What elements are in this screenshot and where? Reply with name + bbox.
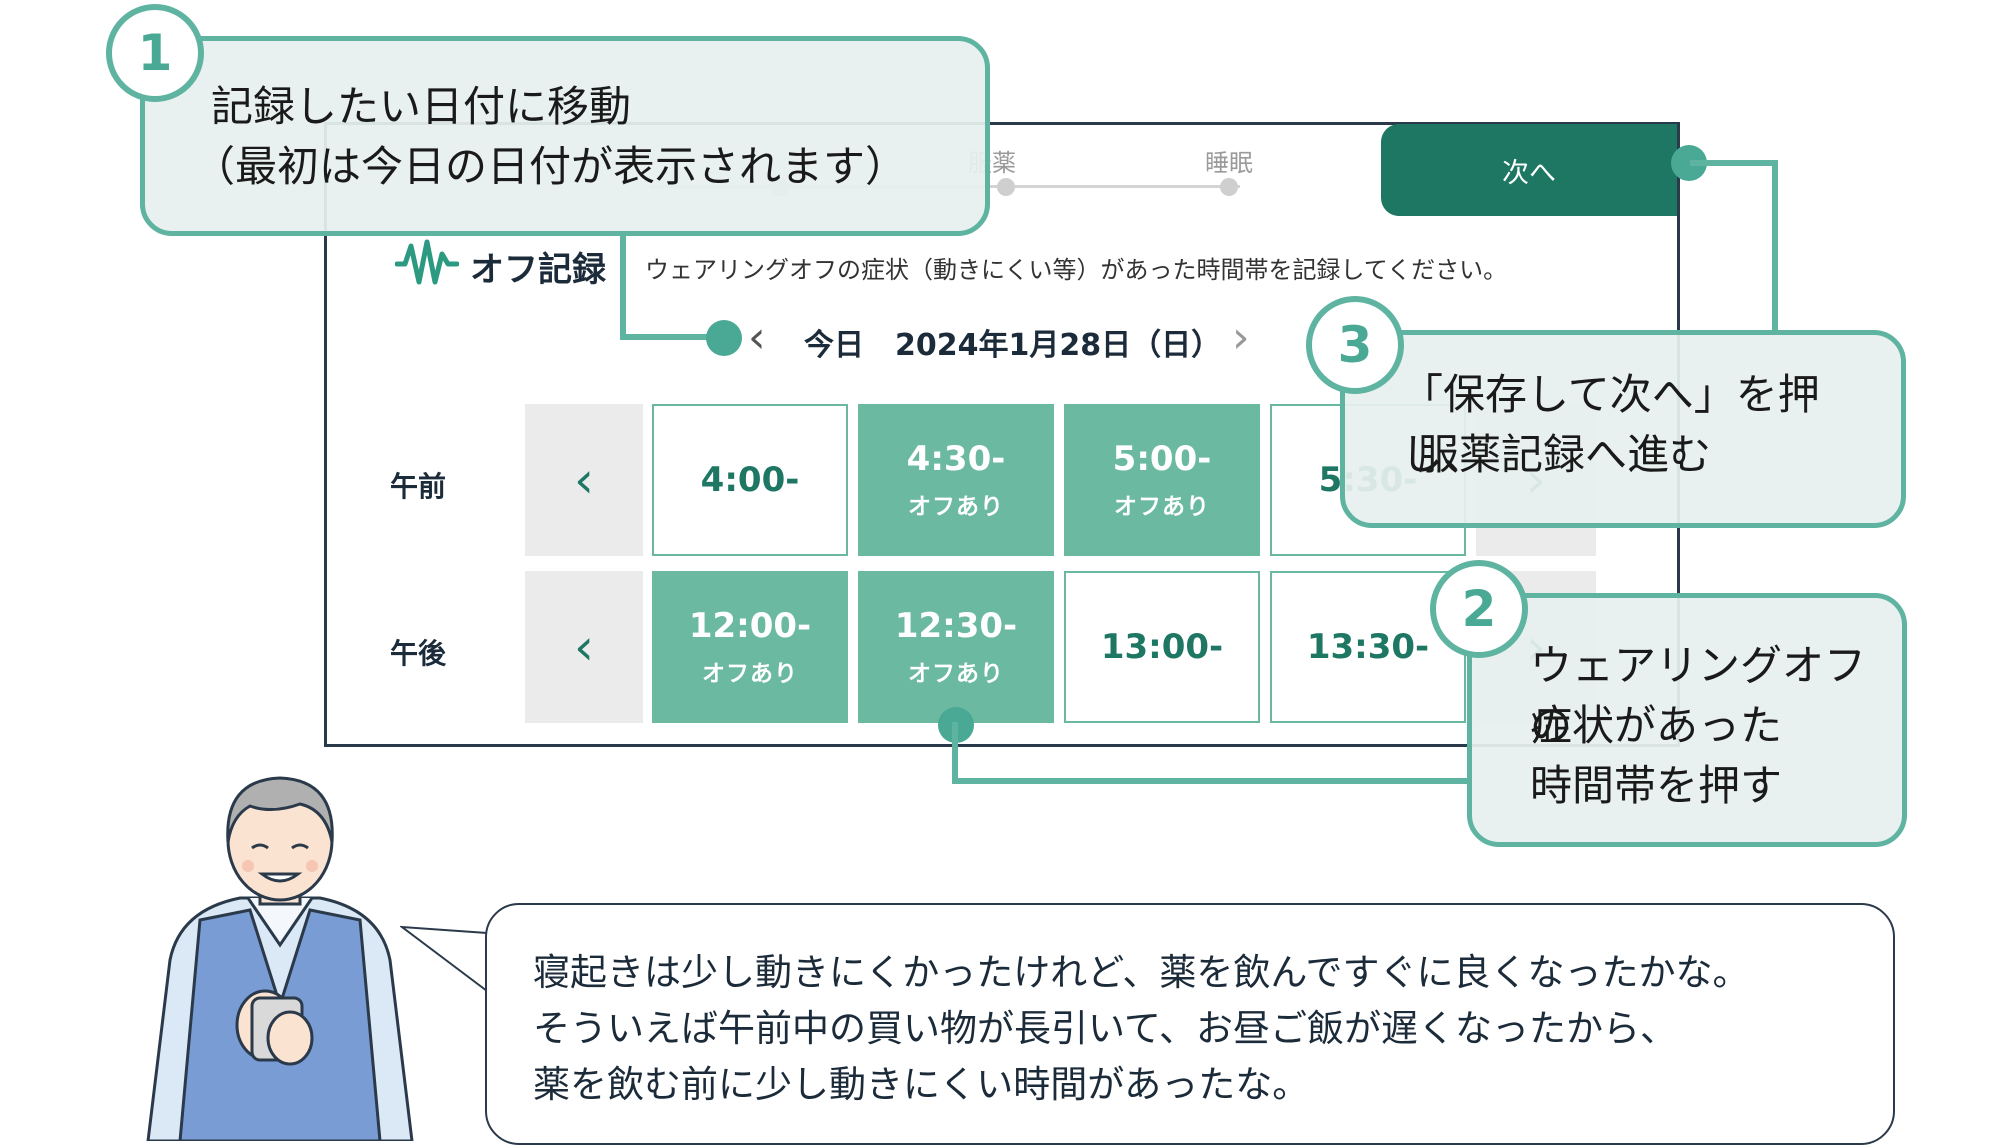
prev-day-chevron-icon[interactable]: ‹ [748, 312, 766, 363]
slot-time: 5:00- [1112, 439, 1212, 479]
connector-line [620, 232, 626, 340]
stepper-dot [997, 178, 1015, 196]
slot-status: オフあり [908, 661, 1004, 687]
callout-3-line2: 服薬記録へ進む [1417, 430, 1712, 479]
callout-2: ウェアリングオフの 症状があった 時間帯を押す [1467, 593, 1907, 847]
slot-time: 4:00- [700, 460, 800, 500]
slot-status: オフあり [908, 494, 1004, 520]
am-prev-chevron-icon[interactable]: ‹ [525, 404, 643, 556]
connector-line [952, 778, 1472, 784]
step-number-badge: 1 [106, 4, 204, 102]
slot-time: 13:00- [1100, 627, 1224, 667]
section-description: ウェアリングオフの症状（動きにくい等）があった時間帯を記録してください。 [645, 256, 1508, 284]
slot-time: 12:30- [894, 606, 1018, 646]
callout-2-line2: 症状があった [1530, 701, 1783, 750]
am-label: 午前 [390, 470, 447, 503]
elderly-man-illustration [146, 776, 414, 1141]
speech-line3: 薬を飲む前に少し動きにくい時間があったな。 [533, 1063, 1310, 1106]
speech-line1: 寝起きは少し動きにくかったけれど、薬を飲んですぐに良くなったかな。 [533, 951, 1750, 994]
today-label: 今日 [804, 328, 864, 363]
slot-status: オフあり [702, 661, 798, 687]
time-slot-am-0430[interactable]: 4:30- オフあり [858, 404, 1054, 556]
time-slot-pm-1200[interactable]: 12:00- オフあり [652, 571, 848, 723]
section-title: オフ記録 [470, 250, 606, 290]
time-slot-am-0400[interactable]: 4:00- [652, 404, 848, 556]
speech-line2: そういえば午前中の買い物が長引いて、お昼ご飯が遅くなったから、 [533, 1007, 1678, 1050]
callout-1: 記録したい日付に移動 （最初は今日の日付が表示されます） [140, 36, 990, 236]
next-day-chevron-icon[interactable]: › [1232, 312, 1250, 363]
speech-bubble: 寝起きは少し動きにくかったけれど、薬を飲んですぐに良くなったかな。 そういえば午… [485, 903, 1895, 1145]
connector-line [1690, 160, 1778, 166]
wave-icon [395, 239, 459, 285]
step-number-badge: 3 [1306, 296, 1404, 394]
callout-1-line1: 記録したい日付に移動 [211, 82, 632, 131]
time-slot-pm-1300[interactable]: 13:00- [1064, 571, 1260, 723]
time-slot-am-0500[interactable]: 5:00- オフあり [1064, 404, 1260, 556]
slot-status: オフあり [1114, 494, 1210, 520]
slot-time: 13:30- [1306, 627, 1430, 667]
callout-2-line1: ウェアリングオフの [1530, 641, 1867, 750]
slot-time: 4:30- [906, 439, 1006, 479]
connector-line [620, 334, 720, 340]
time-slot-pm-1230[interactable]: 12:30- オフあり [858, 571, 1054, 723]
next-button-label: 次へ [1502, 157, 1556, 189]
connector-dot [706, 320, 742, 356]
callout-3: 「保存して次へ」を押し、 服薬記録へ進む [1340, 330, 1906, 528]
callout-3-line1: 「保存して次へ」を押し、 [1401, 370, 1820, 479]
connector-line [952, 722, 958, 784]
callout-2-line3: 時間帯を押す [1530, 761, 1783, 810]
speech-bubble-tail [400, 925, 492, 995]
pm-label: 午後 [390, 637, 447, 670]
next-button[interactable]: 次へ [1381, 124, 1677, 216]
stepper-dot [1220, 178, 1238, 196]
slot-time: 12:00- [688, 606, 812, 646]
connector-line [1772, 160, 1778, 335]
current-date: 2024年1月28日（日） [895, 328, 1222, 363]
step-label-sleep: 睡眠 [1205, 149, 1253, 177]
callout-1-line2: （最初は今日の日付が表示されます） [193, 142, 908, 191]
pm-prev-chevron-icon[interactable]: ‹ [525, 571, 643, 723]
step-number-badge: 2 [1430, 560, 1528, 658]
